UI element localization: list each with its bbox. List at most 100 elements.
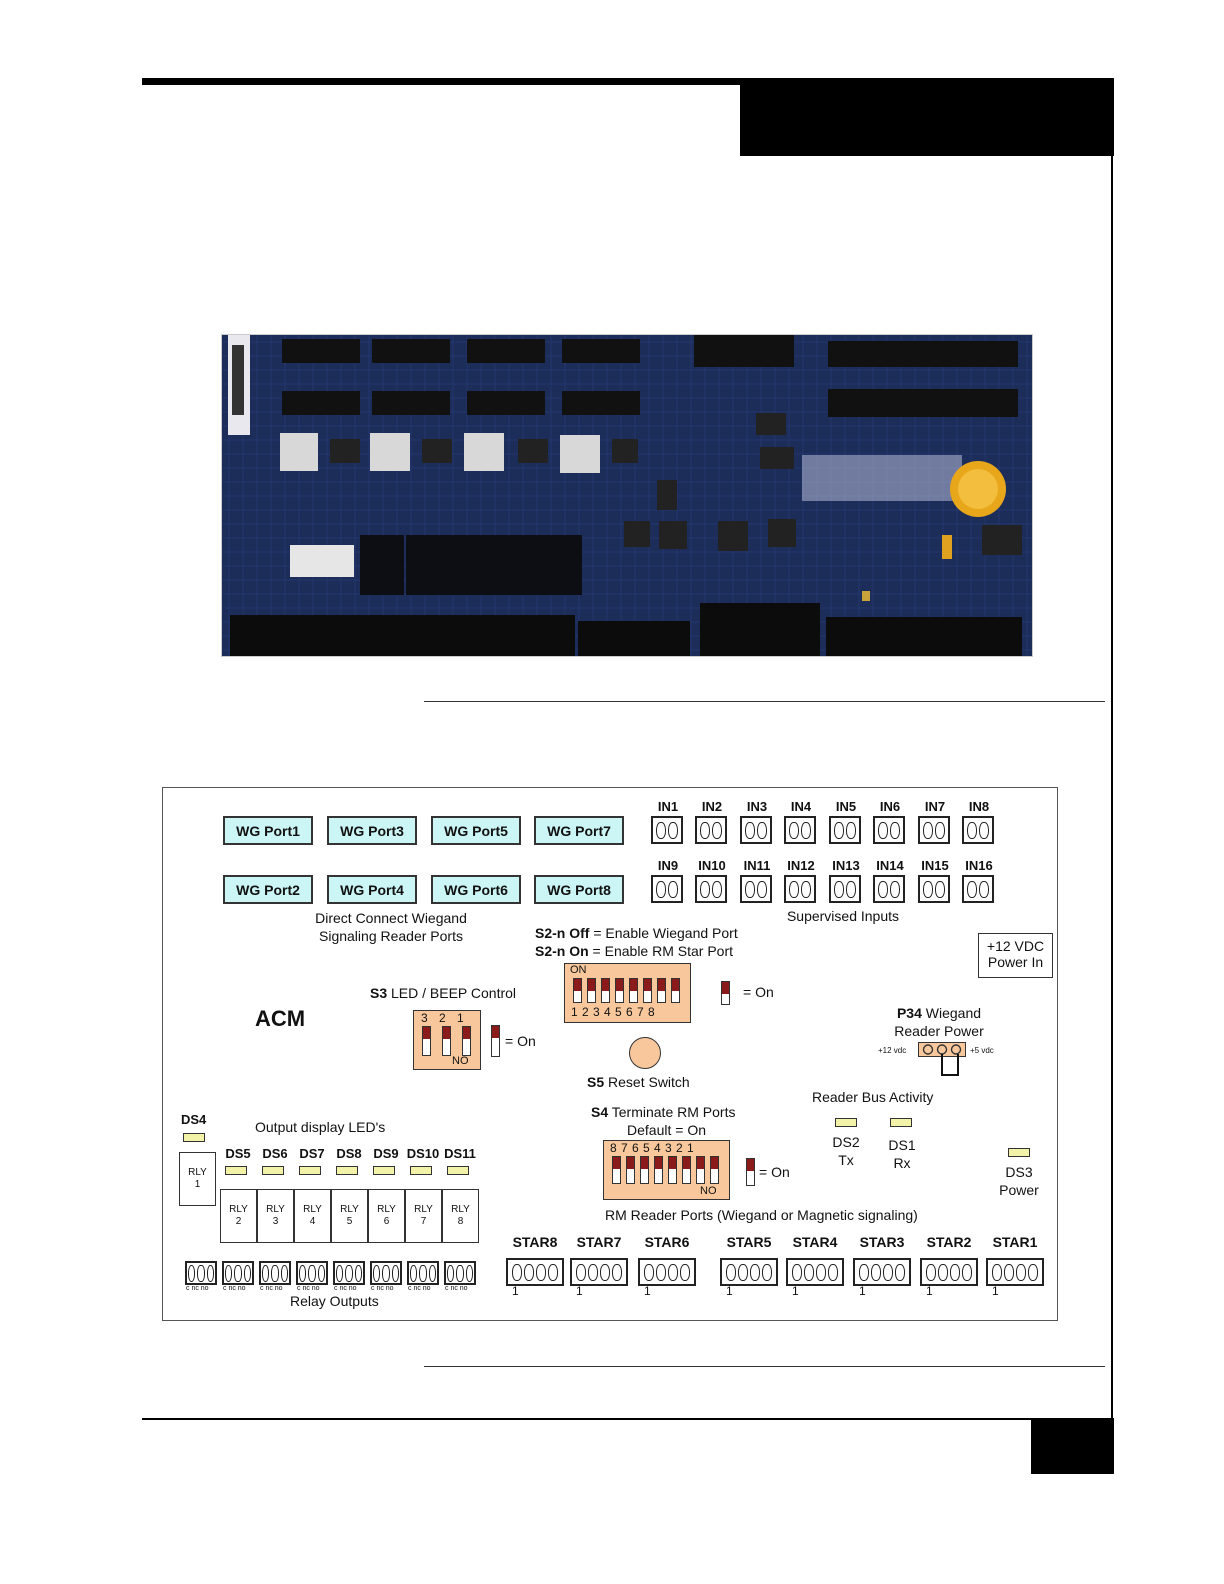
s3-on-mark: NO [452, 1055, 469, 1067]
power-in-box: +12 VDC Power In [978, 933, 1053, 978]
s3-text: LED / BEEP Control [387, 985, 517, 1001]
ds1-label: DS1 [888, 1137, 916, 1153]
star-terminal-star4-pin-3 [816, 1263, 826, 1281]
ds1-sub: Rx [893, 1155, 911, 1171]
input-label-6: IN6 [879, 799, 901, 814]
input-label-8: IN8 [968, 799, 990, 814]
ds2-sub: Tx [838, 1152, 854, 1168]
s2-dip-switch: ON 1 2 3 4 5 6 7 8 [564, 963, 691, 1023]
star-terminal-star6-pin-3 [668, 1263, 678, 1281]
input-terminal-2 [695, 816, 727, 844]
star-terminal-star1 [986, 1258, 1044, 1286]
star-terminal-star3-pin-2 [871, 1263, 881, 1281]
s2-off-text: = Enable Wiegand Port [589, 925, 738, 941]
star-terminal-star1-pin-3 [1016, 1263, 1026, 1281]
relay-terminal-4-pin-3 [317, 1264, 325, 1282]
s4-label: S4 Terminate RM Ports [591, 1104, 735, 1120]
input-terminal-8-pin-1 [967, 821, 977, 839]
s4-switch-2 [696, 1156, 705, 1184]
input-terminal-1-pin-1 [656, 821, 666, 839]
input-terminal-6 [873, 816, 905, 844]
relay-terminal-3-pin-1 [262, 1264, 270, 1282]
s2-switch-6 [643, 978, 652, 1003]
wg-port-2: WG Port2 [223, 875, 313, 904]
s2-switch-2 [587, 978, 596, 1003]
star-terminal-star2-pin-4 [962, 1263, 972, 1281]
s2-switch-5 [629, 978, 638, 1003]
s4-on-mark: NO [700, 1185, 717, 1197]
s4-dip-switch: 8 7 6 5 4 3 2 1 NO [603, 1140, 730, 1200]
relay-3-number: 3 [272, 1216, 279, 1227]
star-terminal-star7-pin-1 [576, 1263, 586, 1281]
s2-switch-7 [657, 978, 666, 1003]
star-pin-label-star8: 1 [512, 1284, 519, 1298]
star-terminal-star5-pin-1 [726, 1263, 736, 1281]
input-terminal-4 [784, 816, 816, 844]
s2-switch-8 [671, 978, 680, 1003]
s3-numbers: 3 2 1 [421, 1011, 468, 1025]
wg-caption-1: Direct Connect Wiegand [315, 910, 467, 926]
ds1-led [890, 1118, 912, 1127]
relay-terminal-5-pin-2 [345, 1264, 353, 1282]
input-label-9: IN9 [657, 858, 679, 873]
relay-terminal-6-pin-2 [382, 1264, 390, 1282]
ds3-sub: Power [999, 1182, 1039, 1198]
wg-port-7: WG Port7 [534, 816, 624, 845]
input-terminal-4-pin-1 [789, 821, 799, 839]
ds-output-label-7: DS7 [299, 1146, 325, 1161]
input-terminal-9-pin-2 [668, 880, 678, 898]
relay-3-label: RLY [266, 1204, 285, 1215]
s3-switch-2 [442, 1026, 451, 1056]
s3-bold: S3 [370, 985, 388, 1001]
input-label-12: IN12 [787, 858, 815, 873]
acm-diagram: WG Port1 WG Port3 WG Port5 WG Port7 WG P… [162, 787, 1058, 1321]
star-label-star4: STAR4 [792, 1234, 838, 1250]
input-terminal-5-pin-2 [846, 821, 856, 839]
s5-text: Reset Switch [604, 1074, 690, 1090]
input-label-4: IN4 [790, 799, 812, 814]
input-terminal-16-pin-1 [967, 880, 977, 898]
input-terminal-11 [740, 875, 772, 903]
input-terminal-5-pin-1 [834, 821, 844, 839]
input-label-15: IN15 [921, 858, 949, 873]
relay-terminal-label-8: c nc no [445, 1285, 468, 1292]
relay-terminal-4-pin-2 [308, 1264, 316, 1282]
star-label-star8: STAR8 [512, 1234, 558, 1250]
wg-port-8: WG Port8 [534, 875, 624, 904]
s3-dip-switch: 3 2 1 NO [413, 1010, 481, 1070]
star-terminal-star8 [506, 1258, 564, 1286]
s4-text: Terminate RM Ports [608, 1104, 736, 1120]
relay-terminal-label-4: c nc no [297, 1285, 320, 1292]
star-terminal-star6-pin-4 [680, 1263, 690, 1281]
relay-4-number: 4 [309, 1216, 316, 1227]
input-terminal-1 [651, 816, 683, 844]
s2-off-label: S2-n Off = Enable Wiegand Port [535, 925, 738, 941]
star-label-star1: STAR1 [992, 1234, 1038, 1250]
top-rule [142, 78, 1114, 85]
p34-left-label: +12 vdc [878, 1046, 907, 1055]
s2-on-label: S2-n On = Enable RM Star Port [535, 943, 733, 959]
relay-terminal-6 [370, 1261, 402, 1285]
relay-terminal-4 [296, 1261, 328, 1285]
input-terminal-15 [918, 875, 950, 903]
input-label-16: IN16 [965, 858, 993, 873]
input-terminal-14-pin-2 [890, 880, 900, 898]
ds2-led [835, 1118, 857, 1127]
input-terminal-12-pin-2 [801, 880, 811, 898]
input-label-10: IN10 [698, 858, 726, 873]
s3-legend: = On [505, 1033, 536, 1049]
input-terminal-14 [873, 875, 905, 903]
s4-switch-7 [626, 1156, 635, 1184]
input-terminal-13-pin-2 [846, 880, 856, 898]
star-terminal-star8-pin-2 [524, 1263, 534, 1281]
input-label-1: IN1 [657, 799, 679, 814]
star-terminal-star1-pin-4 [1028, 1263, 1038, 1281]
footer-rule [142, 1418, 1114, 1420]
input-terminal-16-pin-2 [979, 880, 989, 898]
relay-terminal-6-pin-3 [391, 1264, 399, 1282]
s3-switch-3 [422, 1026, 431, 1056]
relay-terminal-3-pin-3 [280, 1264, 288, 1282]
input-terminal-10 [695, 875, 727, 903]
s2-on-bold: S2-n On [535, 943, 589, 959]
